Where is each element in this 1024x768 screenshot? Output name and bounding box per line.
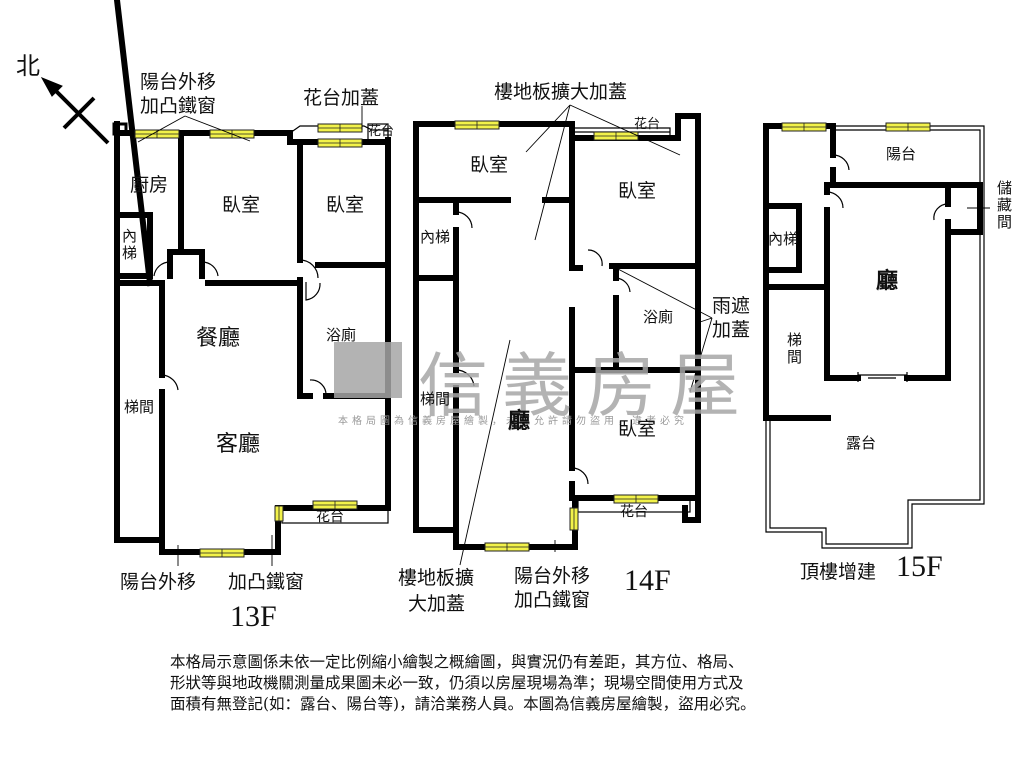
f13-anno-balcony-bottom: 陽台外移 [120, 571, 197, 593]
f14-room-bedroom-3: 臥室 [618, 418, 657, 440]
f15-room-terrace: 露台 [846, 434, 877, 452]
f14-anno-floor-expansion-bottom-2: 大加蓋 [408, 593, 466, 615]
f13-room-dining: 餐廳 [196, 326, 241, 351]
f15-room-inner-stair: 內梯 [768, 230, 799, 248]
north-arrow-icon [40, 77, 110, 145]
f13-room-kitchen: 廚房 [130, 174, 169, 196]
f14-anno-balcony-bottom-2: 加凸鐵窗 [514, 589, 591, 611]
f14-room-stairwell: 梯間 [420, 390, 451, 408]
f15-floor-subtitle: 頂樓增建 [800, 561, 877, 583]
disclaimer-line: 本格局示意圖係未依一定比例縮小繪製之概繪圖，與實況仍有差距，其方位、格局、 [170, 653, 744, 671]
f14-anno-floor-expansion-top: 樓地板擴大加蓋 [494, 81, 628, 103]
f15-room-stairwell: 梯間 [785, 332, 803, 366]
f13-room-bedroom-2: 臥室 [326, 194, 365, 216]
f13-room-bathroom: 浴廁 [326, 326, 357, 344]
f13-anno-planter-cover: 花台加蓋 [303, 87, 380, 109]
f14-room-planter-top: 花台 [634, 117, 661, 132]
f14-floor-title: 14F [624, 564, 671, 597]
f13-room-stairwell: 梯間 [124, 398, 155, 416]
disclaimer-line: 面積有無登記(如：露台、陽台等)，請洽業務人員。本圖為信義房屋繪製，盜用必究。 [170, 695, 756, 713]
f13-room-planter-bottom: 花台 [316, 509, 344, 525]
f15-room-hall: 廳 [876, 268, 899, 294]
brand-logo-icon [334, 342, 402, 398]
f14-room-planter-bottom: 花台 [620, 504, 648, 520]
north-label: 北 [16, 52, 40, 80]
f13-anno-balcony-top-2: 加凸鐵窗 [140, 95, 217, 117]
watermark-brand: 信義房屋 [418, 345, 754, 427]
f14-anno-rain-cover-1: 雨遮 [712, 295, 751, 317]
f15-floor-title: 15F [896, 550, 943, 583]
f14-anno-floor-expansion-bottom-1: 樓地板擴 [398, 567, 475, 589]
f13-room-inner-stair: 內梯 [120, 228, 138, 262]
f13-anno-balcony-top-1: 陽台外移 [140, 71, 217, 93]
f14-room-inner-stair: 內梯 [420, 228, 451, 246]
f14-anno-balcony-bottom-1: 陽台外移 [514, 565, 591, 587]
f15-room-balcony: 陽台 [886, 145, 917, 163]
f13-anno-bay-window-bottom: 加凸鐵窗 [228, 571, 305, 593]
f13-room-bedroom-1: 臥室 [222, 194, 261, 216]
f13-room-living: 客廳 [216, 432, 261, 457]
f15-room-storage: 儲藏間 [995, 180, 1013, 231]
f14-room-bathroom: 浴廁 [643, 308, 674, 326]
f14-room-bedroom-1: 臥室 [470, 154, 509, 176]
disclaimer: 本格局示意圖係未依一定比例縮小繪製之概繪圖，與實況仍有差距，其方位、格局、 形狀… [170, 652, 756, 715]
floor-15f-walls [763, 123, 983, 421]
disclaimer-line: 形狀等與地政機關測量成果圖未必一致，仍須以房屋現場為準；現場空間使用方式及 [170, 674, 744, 692]
f14-room-hall: 廳 [508, 408, 531, 434]
f14-anno-rain-cover-2: 加蓋 [712, 319, 751, 341]
watermark-notice: 本格局圖為信義房屋繪製，未經允許請勿盜用，違者必究 [338, 416, 688, 427]
f13-room-planter-top: 花台 [368, 124, 395, 139]
f13-floor-title: 13F [230, 600, 277, 633]
f14-room-bedroom-2: 臥室 [618, 180, 657, 202]
